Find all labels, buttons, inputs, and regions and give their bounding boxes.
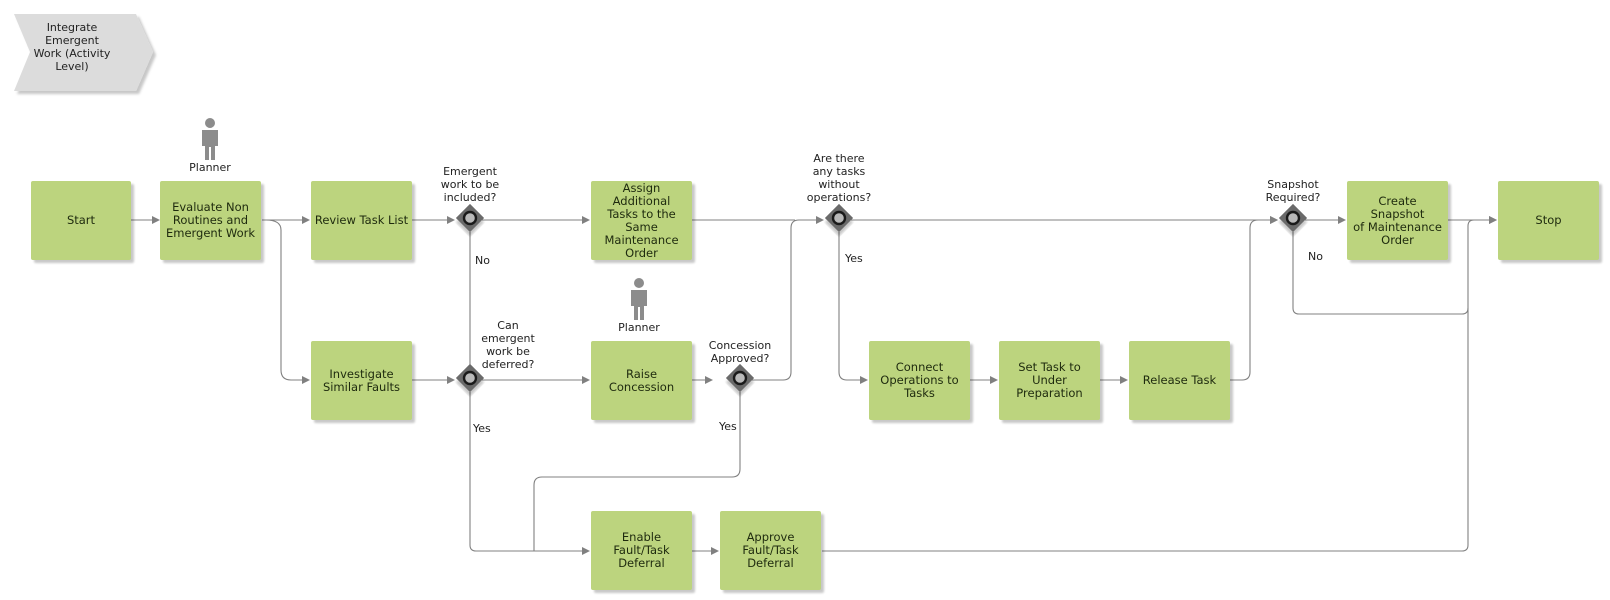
gateway-label-tasks-without-operations: Are there any tasks without operations?: [806, 152, 872, 204]
task-start[interactable]: Start: [31, 181, 131, 260]
gateway-event-icon: [732, 370, 748, 386]
gateway-snapshot-required[interactable]: [1278, 203, 1308, 233]
gateway-label-snapshot-required: Snapshot Required?: [1265, 178, 1321, 204]
edge-label-no: No: [475, 254, 490, 267]
task-set-under-preparation[interactable]: Set Task to Under Preparation: [999, 341, 1100, 420]
gateway-concession-approved[interactable]: [725, 363, 755, 393]
task-connect-operations[interactable]: Connect Operations to Tasks: [869, 341, 970, 420]
task-evaluate-non-routines[interactable]: Evaluate Non Routines and Emergent Work: [160, 181, 261, 260]
task-create-snapshot[interactable]: Create Snapshot of Maintenance Order: [1347, 181, 1448, 260]
edge-label-no: No: [1308, 250, 1323, 263]
gateway-label-concession-approved: Concession Approved?: [708, 339, 772, 365]
planner-person-icon: [631, 278, 647, 320]
task-stop[interactable]: Stop: [1498, 181, 1599, 260]
task-review-task-list[interactable]: Review Task List: [311, 181, 412, 260]
gateway-can-defer[interactable]: [455, 363, 485, 393]
task-release-task[interactable]: Release Task: [1129, 341, 1230, 420]
gateway-label-can-defer: Can emergent work be deferred?: [481, 319, 535, 371]
role-label-planner: Planner: [618, 321, 660, 334]
gateway-emergent-work-included[interactable]: [455, 203, 485, 233]
task-raise-concession[interactable]: Raise Concession: [591, 341, 692, 420]
planner-person-icon: [202, 118, 218, 160]
task-enable-deferral[interactable]: Enable Fault/Task Deferral: [591, 511, 692, 590]
edge-label-yes: Yes: [473, 422, 491, 435]
connectors: [131, 216, 1497, 555]
role-label-planner: Planner: [189, 161, 231, 174]
gateway-event-icon: [831, 210, 847, 226]
task-approve-deferral[interactable]: Approve Fault/Task Deferral: [720, 511, 821, 590]
gateway-event-icon: [1285, 210, 1301, 226]
gateway-label-emergent-included: Emergent work to be included?: [440, 165, 500, 204]
process-chevron: [14, 14, 153, 91]
task-investigate-similar-faults[interactable]: Investigate Similar Faults: [311, 341, 412, 420]
edge-label-yes: Yes: [719, 420, 737, 433]
edge-label-yes: Yes: [845, 252, 863, 265]
gateway-event-icon: [462, 370, 478, 386]
gateway-event-icon: [462, 210, 478, 226]
process-title: Integrate Emergent Work (Activity Level): [33, 21, 111, 73]
task-assign-additional-tasks[interactable]: Assign Additional Tasks to the Same Main…: [591, 181, 692, 260]
gateway-tasks-without-operations[interactable]: [824, 203, 854, 233]
